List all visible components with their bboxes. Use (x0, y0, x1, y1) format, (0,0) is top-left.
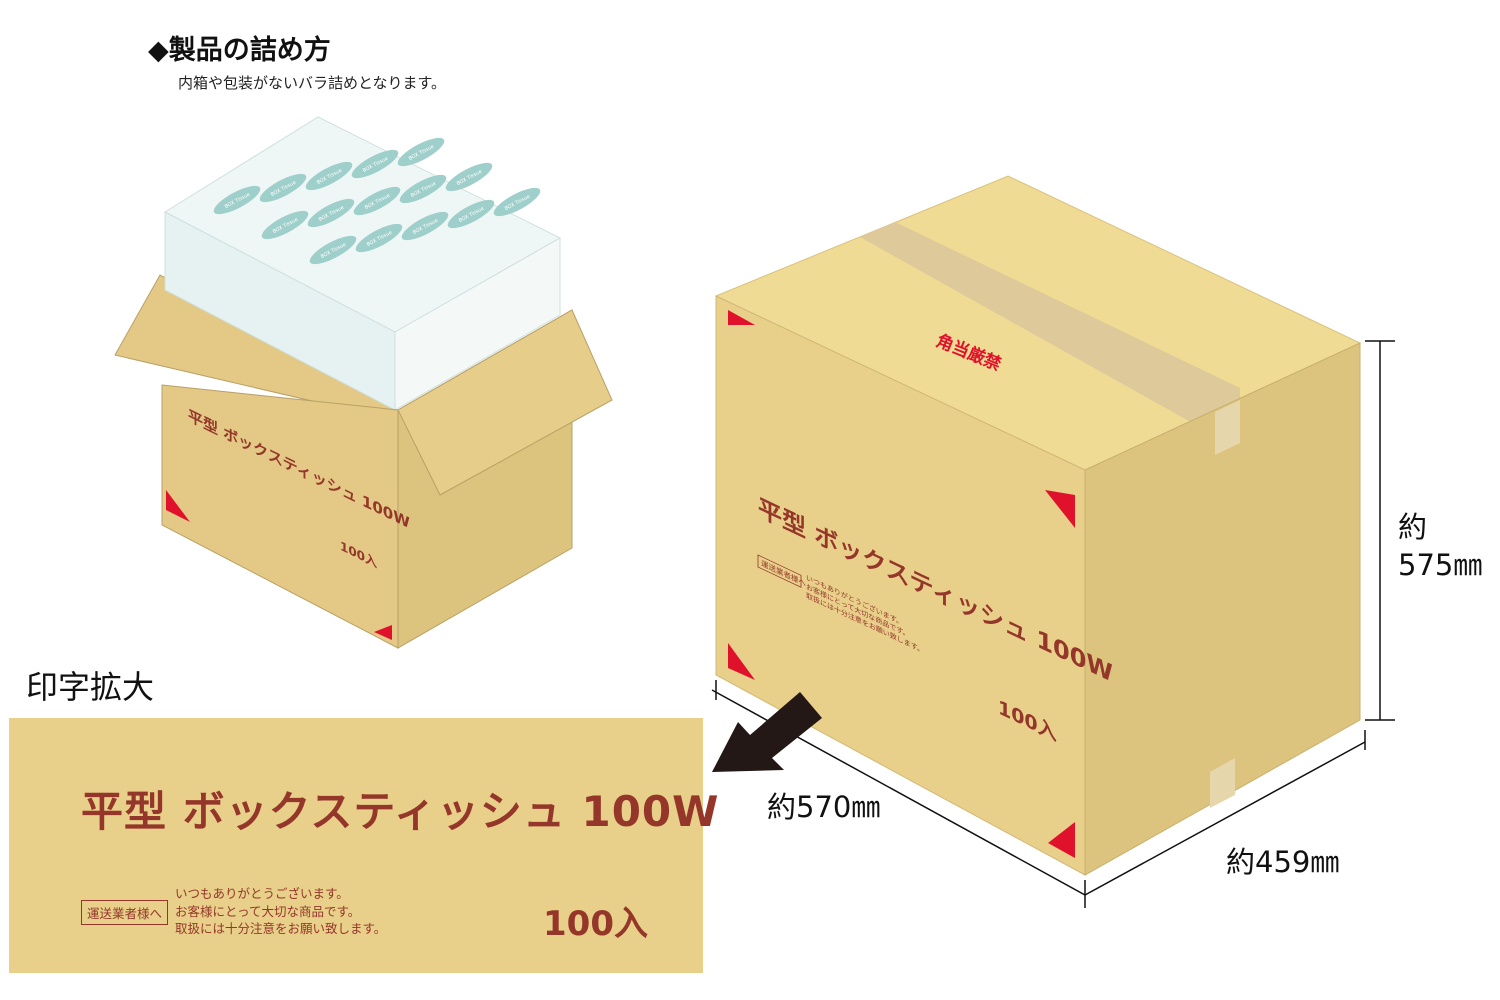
stamp-triangle (1045, 490, 1075, 528)
print-enlarged-panel: 平型 ボックスティッシュ 100W 運送業者様へ いつもありがとうございます。 … (9, 718, 718, 973)
packing-tape-side (1210, 758, 1235, 808)
handling-note: いつもありがとうございます。 お客様にとって大切な商品です。 取扱には十分注意を… (175, 885, 386, 938)
carton-side-face (1084, 342, 1361, 876)
carrier-label-box (757, 554, 802, 588)
stamp-triangle (166, 490, 190, 522)
tissue-opening (493, 187, 541, 217)
stamp-triangle (1048, 822, 1075, 858)
tissue-opening (305, 161, 353, 191)
note-line: 取扱には十分注意をお願い致します。 (175, 921, 387, 936)
print-enlarged-label: 印字拡大 (26, 668, 155, 706)
stamp-triangle (374, 625, 392, 640)
tissue-opening (447, 199, 495, 229)
stamp-triangle (728, 643, 755, 680)
tissue-opening (353, 186, 401, 216)
carrier-label: 運送業者様へ (81, 900, 169, 925)
width-dimension: 約570㎜ (767, 790, 881, 824)
tissue-opening (355, 223, 403, 253)
height-prefix: 約 (1398, 510, 1428, 544)
note-line: お客様にとって大切な商品です。 (175, 903, 361, 919)
tissue-opening (399, 174, 447, 204)
tissue-opening (259, 173, 307, 203)
product-name: 平型 ボックスティッシュ 100W (81, 787, 720, 836)
height-dimension: 約 575㎜ (1398, 508, 1482, 584)
count: 100入 (543, 904, 648, 944)
front-flap-right (397, 309, 613, 496)
section-title: ◆製品の詰め方 (148, 35, 331, 66)
tissue-opening (397, 137, 445, 167)
tissue-opening (401, 211, 449, 241)
tissue-opening (261, 210, 309, 240)
tissue-opening (309, 235, 357, 265)
tissue-opening (307, 198, 355, 228)
arrow-icon (712, 692, 822, 772)
section-subtitle: 内箱や包装がないバラ詰めとなります。 (178, 74, 447, 92)
packing-tape-side (1215, 400, 1240, 455)
tissue-opening (213, 185, 261, 215)
stamp-triangle (728, 310, 755, 325)
tissue-opening (351, 149, 399, 179)
depth-dimension: 約459㎜ (1226, 845, 1340, 879)
closed-carton: 角当厳禁 平型 ボックスティッシュ 100W 運送業者様へ いつもありがとうござ… (714, 175, 1362, 876)
tissue-opening (445, 162, 493, 192)
height-value: 575㎜ (1398, 548, 1483, 582)
packing-tape (860, 222, 1240, 430)
note-line: いつもありがとうございます。 (175, 886, 349, 901)
tissue-stack-right (394, 237, 561, 411)
